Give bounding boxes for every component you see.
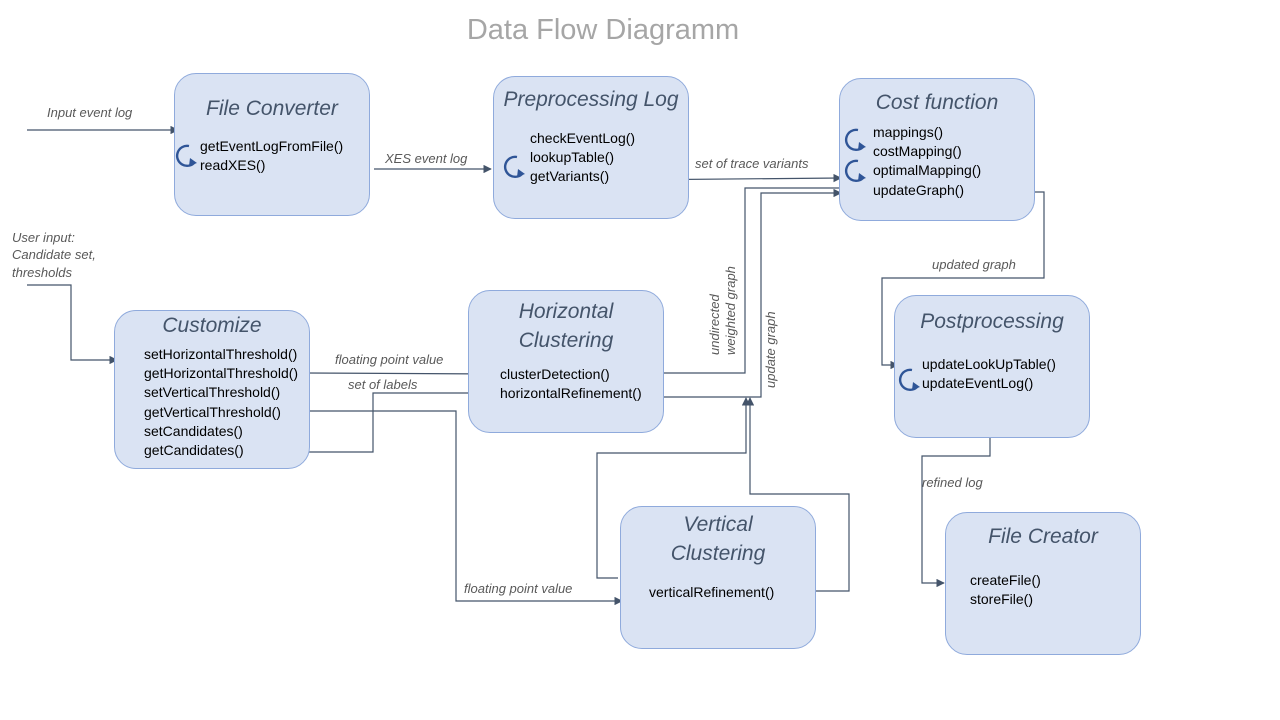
method-updateGraph: updateGraph() xyxy=(873,182,965,198)
file-converter-box: File Converter getEventLogFromFile() rea… xyxy=(174,73,370,216)
vertical-to-horizontal-arrow xyxy=(596,397,751,579)
user-input-arrow xyxy=(27,284,118,365)
preprocessing-log-box: Preprocessing Log checkEventLog() lookup… xyxy=(493,76,689,219)
method-mappings: mappings() xyxy=(873,124,944,140)
method-updateEventLog: updateEventLog() xyxy=(922,375,1034,391)
edge-label-input-event-log: Input event log xyxy=(47,105,133,120)
customize-box: Customize setHorizontalThreshold() getHo… xyxy=(114,310,310,469)
set-of-labels-arrow xyxy=(250,388,497,453)
method-setVerticalThreshold: setVerticalThreshold() xyxy=(144,384,281,400)
method-getHorizontalThreshold: getHorizontalThreshold() xyxy=(144,365,299,381)
cost-function-title: Cost function xyxy=(875,91,999,114)
customize-title: Customize xyxy=(162,314,262,337)
diagram-title: Data Flow Diagramm xyxy=(466,14,740,46)
loop-icon xyxy=(844,159,866,182)
file-creator-title: File Creator xyxy=(988,525,1098,548)
edge-label-set-of-labels: set of labels xyxy=(348,377,418,392)
method-optimalMapping: optimalMapping() xyxy=(873,162,982,178)
method-getCandidates: getCandidates() xyxy=(144,442,244,458)
method-readXES: readXES() xyxy=(200,157,266,173)
edge-label-user-input-3: thresholds xyxy=(12,265,72,280)
postprocessing-title: Postprocessing xyxy=(920,310,1064,333)
method-checkEventLog: checkEventLog() xyxy=(530,130,636,146)
horizontal-threshold-arrow xyxy=(305,369,497,379)
method-horizontalRefinement: horizontalRefinement() xyxy=(500,385,642,401)
edge-label-floating-point-1: floating point value xyxy=(335,352,444,367)
update-graph-arrow xyxy=(656,188,842,398)
edge-label-floating-point-2: floating point value xyxy=(464,581,573,596)
loop-icon xyxy=(503,155,525,178)
method-storeFile: storeFile() xyxy=(970,591,1034,607)
method-updateLookUpTable: updateLookUpTable() xyxy=(922,356,1056,372)
loop-icon xyxy=(898,368,920,391)
method-verticalRefinement: verticalRefinement() xyxy=(649,584,775,600)
edge-label-user-input-1: User input: xyxy=(12,230,75,245)
method-setHorizontalThreshold: setHorizontalThreshold() xyxy=(144,346,298,362)
method-createFile: createFile() xyxy=(970,572,1041,588)
method-lookupTable: lookupTable() xyxy=(530,149,615,165)
edge-label-refined-log: refined log xyxy=(922,475,983,490)
vertical-update-arrow xyxy=(745,397,850,592)
cost-function-box: Cost function mappings() costMapping() o… xyxy=(839,78,1035,221)
vertical-clustering-box: Vertical Clustering verticalRefinement() xyxy=(620,506,816,649)
undirected-graph-arrow xyxy=(624,187,841,378)
edge-label-undirected-1: undirected xyxy=(707,294,722,355)
vertical-clustering-title-line2: Clustering xyxy=(670,542,766,565)
method-getVerticalThreshold: getVerticalThreshold() xyxy=(144,404,281,420)
edge-label-update-graph: update graph xyxy=(763,311,778,388)
vertical-clustering-title-line1: Vertical xyxy=(683,513,753,536)
method-setCandidates: setCandidates() xyxy=(144,423,243,439)
edge-label-xes-event-log: XES event log xyxy=(385,151,468,166)
method-costMapping: costMapping() xyxy=(873,143,962,159)
postprocessing-box: Postprocessing updateLookUpTable() updat… xyxy=(894,295,1090,438)
edge-label-trace-variants: set of trace variants xyxy=(695,156,809,171)
edge-label-user-input-2: Candidate set, xyxy=(12,247,96,262)
file-converter-title: File Converter xyxy=(206,97,338,120)
preprocessing-log-title: Preprocessing Log xyxy=(503,88,679,111)
file-creator-box: File Creator createFile() storeFile() xyxy=(945,512,1141,655)
loop-icon xyxy=(844,128,866,151)
method-getVariants: getVariants() xyxy=(530,168,610,184)
horizontal-clustering-title-line1: Horizontal xyxy=(518,300,614,323)
horizontal-clustering-title-line2: Clustering xyxy=(518,329,614,352)
method-clusterDetection: clusterDetection() xyxy=(500,366,610,382)
loop-icon xyxy=(175,144,197,167)
method-getEventLogFromFile: getEventLogFromFile() xyxy=(200,138,344,154)
edge-label-undirected-2: weighted graph xyxy=(723,266,738,355)
edge-label-updated-graph: updated graph xyxy=(932,257,1016,272)
horizontal-clustering-box: Horizontal Clustering clusterDetection()… xyxy=(468,290,664,433)
vertical-threshold-arrow xyxy=(292,410,623,606)
